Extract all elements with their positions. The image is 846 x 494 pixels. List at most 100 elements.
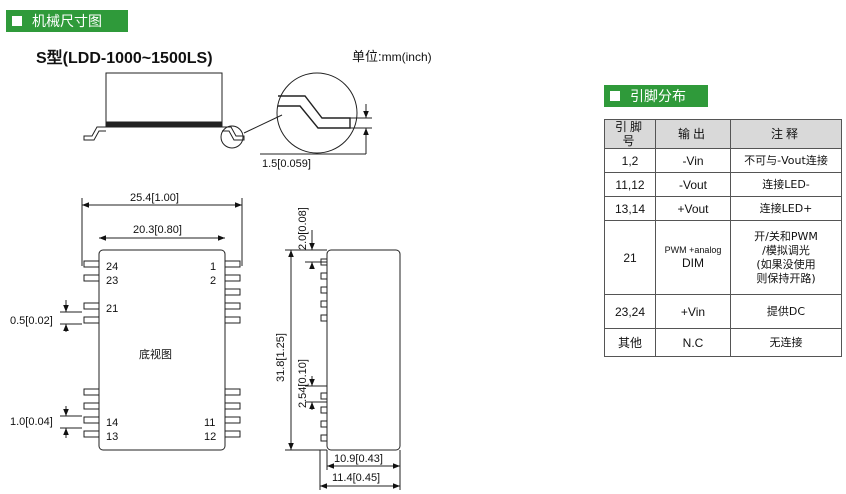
depth-view-body [326, 249, 401, 451]
pin-lead [83, 260, 100, 268]
cell-note-line: (如果没使用 [756, 257, 816, 271]
pin-layout-header-label: 引脚分布 [630, 88, 686, 104]
cell-note-line: /模拟调光 [762, 243, 810, 257]
table-row: 1,2 -Vin 不可与-Vout连接 [604, 148, 842, 173]
col-note: 注释 [730, 119, 842, 149]
pin-lead [224, 274, 241, 282]
pin-table-header: 引脚号 输出 注释 [604, 119, 842, 149]
table-row: 23,24 +Vin 提供DC [604, 294, 842, 329]
pin-lead [320, 420, 328, 428]
detail-leader-line [243, 114, 283, 134]
unit-value: mm(inch) [381, 50, 432, 64]
pin-lead [83, 302, 100, 310]
cell-output: +Vout [655, 196, 731, 221]
col-output: 输出 [655, 119, 731, 149]
cell-pin: 其他 [604, 328, 656, 357]
dim-width-inner-text: 20.3[0.80] [133, 224, 182, 236]
table-row: 13,14 +Vout 连接LED+ [604, 196, 842, 221]
pin-number-label: 1 [210, 261, 216, 273]
dim-width-total-text: 25.4[1.00] [130, 192, 179, 204]
dim-lead-text: 1.5[0.059] [262, 158, 311, 170]
cell-output: +Vin [655, 294, 731, 329]
pin-number-label: 11 [204, 417, 215, 429]
pin-lead [224, 430, 241, 438]
pin-number-label: 14 [106, 417, 118, 429]
cell-output-line1: PWM +analog [664, 245, 722, 255]
cell-note: 连接LED- [730, 172, 842, 197]
pin-number-label: 2 [210, 275, 216, 287]
pin-lead [320, 314, 328, 322]
side-view-body [105, 72, 223, 128]
side-view-base [105, 121, 223, 128]
cell-pin: 11,12 [604, 172, 656, 197]
pin-lead [224, 402, 241, 410]
cell-note-line: 开/关和PWM [754, 229, 818, 243]
side-view-lead-left [83, 126, 106, 141]
unit-note: 单位:mm(inch) [352, 46, 432, 65]
mech-drawing-header: 机械尺寸图 [6, 10, 128, 32]
depth-view-pins [320, 258, 328, 442]
pin-number-label: 24 [106, 261, 118, 273]
pin-lead [83, 316, 100, 324]
pin-layout-header: 引脚分布 [604, 85, 708, 107]
cell-output-line2: DIM [682, 256, 704, 270]
mech-drawing-header-label: 机械尺寸图 [32, 13, 102, 29]
pin-lead [320, 286, 328, 294]
pin-lead [320, 300, 328, 308]
table-row: 11,12 -Vout 连接LED- [604, 172, 842, 197]
pin-lead [320, 406, 328, 414]
side-view-lead-right [222, 126, 245, 141]
square-bullet-icon [610, 91, 620, 101]
pin-lead [320, 272, 328, 280]
dim-height-total-text: 31.8[1.25] [275, 333, 287, 382]
pin-lead [224, 288, 241, 296]
pin-lead [83, 430, 100, 438]
detail-lead-shape [278, 95, 351, 129]
pin-lead [224, 416, 241, 424]
cell-pin: 1,2 [604, 148, 656, 173]
pin-number-label: 12 [204, 431, 216, 443]
cell-note: 不可与-Vout连接 [730, 148, 842, 173]
cell-note: 连接LED+ [730, 196, 842, 221]
pin-table: 引脚号 输出 注释 1,2 -Vin 不可与-Vout连接 11,12 -Vou… [604, 119, 842, 357]
dim-top-gap-text: 2.0[0.08] [297, 207, 309, 250]
cell-note: 无连接 [730, 328, 842, 357]
dim-depth-inner-text: 10.9[0.43] [334, 453, 383, 465]
cell-output: -Vin [655, 148, 731, 173]
cell-pin: 23,24 [604, 294, 656, 329]
cell-note-line: 则保持开路) [756, 271, 816, 285]
pin-number-label: 13 [106, 431, 118, 443]
pin-lead [320, 392, 328, 400]
col-pin: 引脚号 [604, 119, 656, 149]
unit-label: 单位: [352, 49, 382, 64]
dim-depth-total-text: 11.4[0.45] [332, 472, 380, 484]
dim-lead-len-text: 1.0[0.04] [10, 416, 53, 428]
bottom-view-body [98, 249, 226, 451]
detail-circle-large [276, 72, 358, 154]
pin-lead [224, 260, 241, 268]
pin-lead [320, 434, 328, 442]
cell-note: 提供DC [730, 294, 842, 329]
table-row: 其他 N.C 无连接 [604, 328, 842, 357]
square-bullet-icon [12, 16, 22, 26]
dim-pin-pitch-text: 2.54[0.10] [297, 359, 309, 408]
pin-lead [83, 416, 100, 424]
bottom-view-pins [83, 260, 241, 438]
pin-number-label: 21 [106, 303, 118, 315]
pin-lead [83, 274, 100, 282]
pin-lead [83, 402, 100, 410]
dim-pitch-text: 0.5[0.02] [10, 315, 53, 327]
pin-lead [83, 388, 100, 396]
cell-output: -Vout [655, 172, 731, 197]
pin-lead [224, 388, 241, 396]
model-title: S型(LDD-1000~1500LS) [36, 50, 213, 67]
pin-number-label: 23 [106, 275, 118, 287]
cell-pin: 13,14 [604, 196, 656, 221]
cell-pin: 21 [604, 220, 656, 295]
cell-note: 开/关和PWM /模拟调光 (如果没使用 则保持开路) [730, 220, 842, 295]
cell-output: N.C [655, 328, 731, 357]
pin-lead [224, 302, 241, 310]
